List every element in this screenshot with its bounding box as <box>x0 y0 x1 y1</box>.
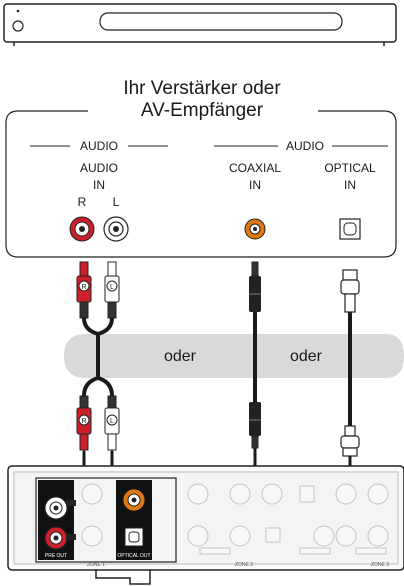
pre-out-jack-white <box>44 496 68 520</box>
amplifier-title-line1: Ihr Verstärker oder <box>123 78 281 99</box>
zone3-label: ZONE 3 <box>371 562 389 568</box>
optical-label-line1: OPTICAL <box>324 161 376 175</box>
oder-label-2: oder <box>290 348 323 365</box>
rear-panel: PRE OUT OPTICAL OUT ZONE 1 ZONE 2 ZONE 3 <box>7 465 404 585</box>
optical-plug-bottom <box>340 425 360 457</box>
rca-jack-right <box>69 216 95 242</box>
coaxial-plug-bottom <box>249 402 261 449</box>
jack-r-label: R <box>78 195 87 209</box>
power-button-icon <box>12 20 24 32</box>
plug-l-bottom: L <box>104 395 120 451</box>
rca-jack-left <box>103 216 129 242</box>
coaxial-jack <box>244 218 266 240</box>
coaxial-plug-top <box>249 261 261 312</box>
plug-l-top: L <box>104 261 120 319</box>
pre-out-label: PRE OUT <box>45 553 67 559</box>
pre-out-jack-red <box>44 526 68 550</box>
optical-jack <box>339 218 361 240</box>
plug-l-bottom-label: L <box>110 418 114 425</box>
plug-l-top-label: L <box>110 284 114 291</box>
digital-out-coaxial-jack <box>122 488 146 512</box>
plug-r-bottom: R <box>76 395 92 451</box>
audio-in-label-line2: IN <box>93 178 105 192</box>
amplifier-title-line2: AV-Empfänger <box>141 100 264 121</box>
coaxial-label-line1: COAXIAL <box>229 161 281 175</box>
zone1-block <box>35 477 177 563</box>
disc-tray <box>99 12 343 31</box>
jack-l-label: L <box>113 195 120 209</box>
oder-label-1: oder <box>164 348 197 365</box>
plug-r-top-label: R <box>81 284 86 291</box>
coaxial-label-line2: IN <box>249 178 261 192</box>
zone2-label: ZONE 2 <box>235 562 253 568</box>
audio-in-label-line1: AUDIO <box>80 161 118 175</box>
optical-plug-top <box>340 269 360 313</box>
digital-out-optical-jack <box>124 527 144 547</box>
plug-r-top: R <box>76 261 92 319</box>
rear-panel-other-zones <box>81 483 389 555</box>
audio-group-right-label: AUDIO <box>286 139 324 153</box>
optical-out-label: OPTICAL OUT <box>117 553 150 559</box>
audio-group-left-label: AUDIO <box>80 139 118 153</box>
alternative-band <box>64 334 404 378</box>
zone1-label: ZONE 1 <box>87 562 105 568</box>
amplifier-panel: AUDIO AUDIO AUDIO IN R L COAXIAL IN OPTI… <box>5 110 397 258</box>
optical-label-line2: IN <box>344 178 356 192</box>
plug-r-bottom-label: R <box>81 418 86 425</box>
player-device <box>3 3 397 46</box>
